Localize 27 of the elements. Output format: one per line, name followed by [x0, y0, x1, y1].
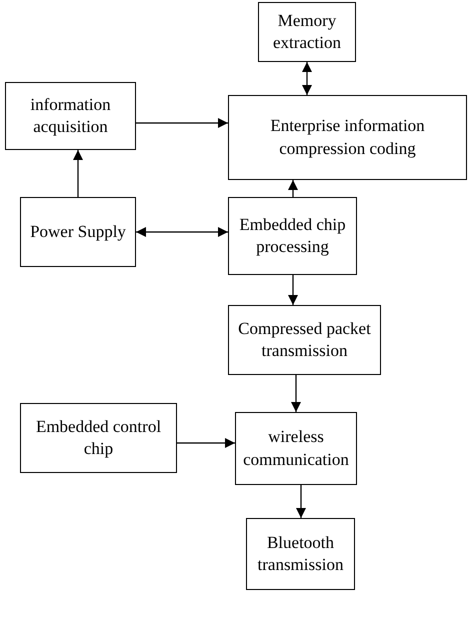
box-label: Embedded chip processing — [238, 214, 347, 258]
process-box — [228, 197, 357, 275]
process-box — [246, 518, 355, 590]
process-box — [20, 197, 136, 267]
box-label: Bluetooth transmission — [256, 532, 344, 576]
process-box — [228, 305, 381, 375]
process-box — [5, 82, 136, 150]
arrow — [177, 438, 235, 448]
process-box — [20, 403, 177, 473]
box-label: Embedded control chip — [34, 416, 162, 460]
arrow — [136, 118, 228, 128]
box-label: information acquisition — [29, 94, 112, 138]
arrow — [136, 227, 228, 237]
process-box — [228, 95, 467, 180]
arrow — [288, 180, 298, 197]
box-label: Memory extraction — [272, 10, 342, 54]
arrow — [288, 275, 298, 305]
box-label: Compressed packet transmission — [237, 318, 372, 362]
process-box — [258, 2, 356, 62]
arrow — [73, 150, 83, 197]
arrow — [296, 485, 306, 518]
box-label: Enterprise information compression coding — [269, 115, 426, 160]
box-label: wireless communication — [242, 426, 350, 470]
arrow — [302, 62, 312, 95]
box-label: Power Supply — [30, 220, 126, 243]
process-box — [235, 412, 357, 485]
arrow — [291, 375, 301, 412]
